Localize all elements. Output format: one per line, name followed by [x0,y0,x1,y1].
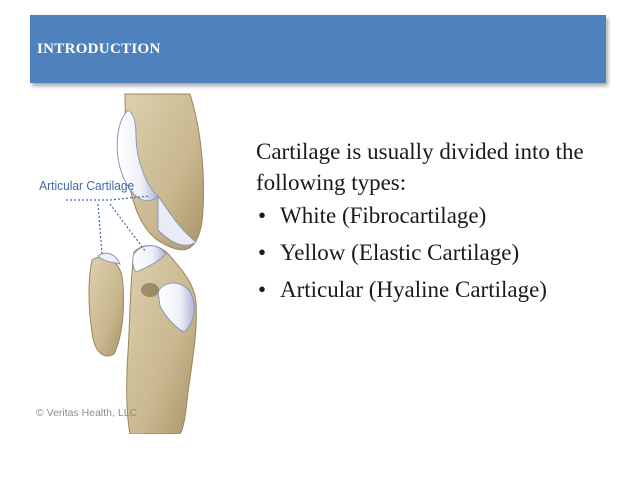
callout-line-upper [66,195,151,201]
upper-cartilage-rim [157,194,197,246]
image-credit: © Veritas Health, LLC [36,407,138,419]
callout-line-right [109,203,147,253]
upper-bone-shape [124,93,204,251]
cartilage-illustration: Articular Cartilage © Veritas Health, LL… [30,92,230,434]
lower-left-bone-shape [88,256,125,357]
lower-bone-shape [126,245,197,434]
list-item-yellow: Yellow (Elastic Cartilage) [256,237,596,268]
slide-title: INTRODUCTION [37,41,161,57]
bone-notch [141,283,159,297]
list-item-white: White (Fibrocartilage) [256,200,596,231]
list-item-articular: Articular (Hyaline Cartilage) [256,274,596,305]
joint-diagram: Articular Cartilage © Veritas Health, LL… [36,93,204,434]
lower-cartilage-shape-a [132,245,167,273]
intro-text: Cartilage is usually divided into the fo… [256,139,584,195]
callout-line-left [97,203,103,255]
content-body: Cartilage is usually divided into the fo… [256,136,596,311]
callout-articular-cartilage: Articular Cartilage [39,179,134,194]
title-bar: INTRODUCTION [30,15,606,83]
lower-cartilage-shape-b [157,282,195,333]
lower-left-cartilage-shape [97,252,121,265]
cartilage-types-list: White (Fibrocartilage) Yellow (Elastic C… [256,200,596,305]
